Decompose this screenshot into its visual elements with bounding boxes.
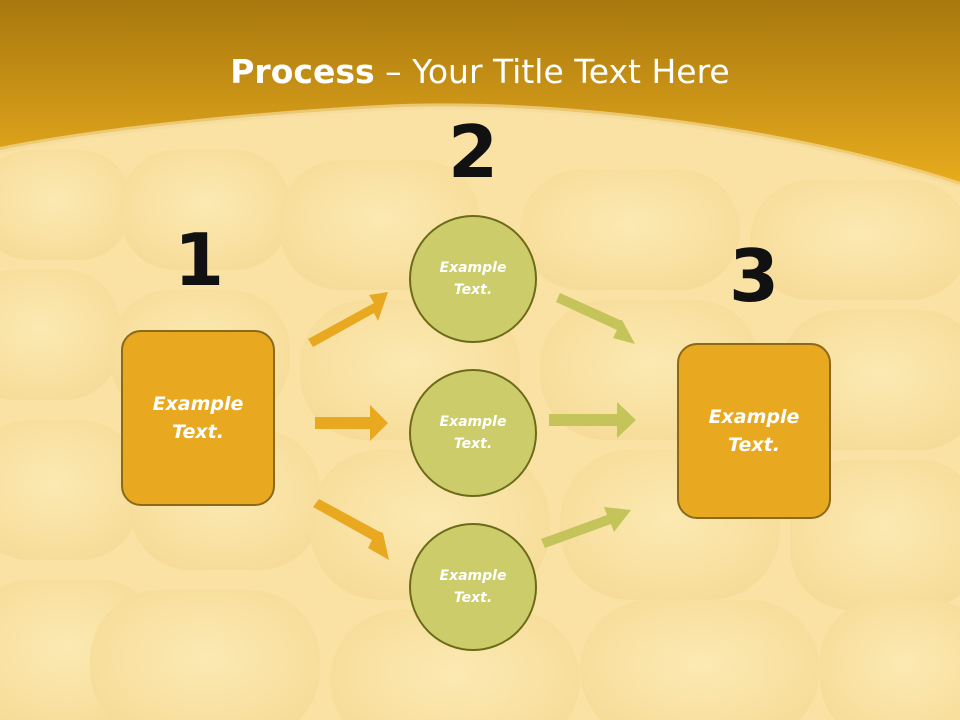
process-circle-bottom: Example Text. [409, 523, 537, 651]
step-number-1: 1 [173, 218, 225, 302]
arrow-from-top-circle [556, 293, 635, 344]
step-number-3: 3 [728, 234, 780, 318]
process-circle-top: Example Text. [409, 215, 537, 343]
arrow-to-middle-circle [315, 405, 388, 441]
slide-title: Process – Your Title Text Here [0, 52, 960, 91]
arrow-from-middle-circle [549, 402, 636, 438]
arrow-to-top-circle [308, 292, 388, 347]
process-box-right: Example Text. [677, 343, 831, 519]
arrow-to-bottom-circle [313, 499, 389, 560]
title-bold: Process [230, 52, 375, 91]
process-circle-middle: Example Text. [409, 369, 537, 497]
process-box-left: Example Text. [121, 330, 275, 506]
arrow-from-bottom-circle [541, 507, 631, 548]
title-rest: – Your Title Text Here [374, 52, 730, 91]
step-number-2: 2 [447, 110, 499, 194]
